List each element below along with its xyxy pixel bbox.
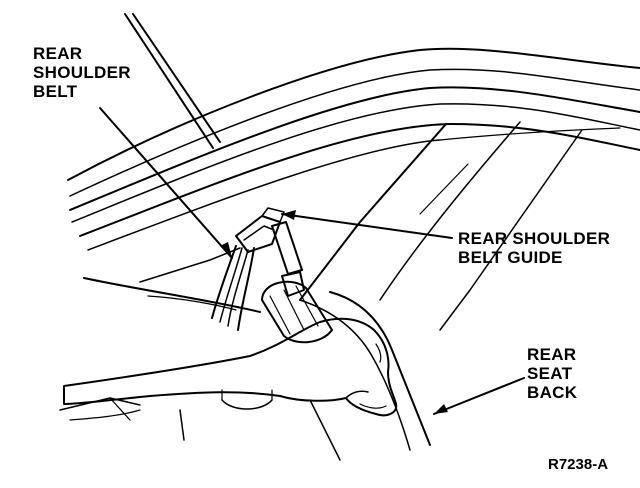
label-line: BELT GUIDE (458, 248, 563, 267)
label-rear-shoulder-belt-guide: REAR SHOULDER BELT GUIDE (458, 229, 610, 267)
label-line: REAR (33, 44, 83, 63)
screwdriver (261, 221, 333, 344)
label-line: SEAT (527, 364, 573, 383)
label-line: REAR SHOULDER (458, 229, 611, 248)
leader-lines (99, 107, 525, 415)
shoulder-belt (211, 245, 255, 331)
rear-seat-back (179, 291, 431, 461)
hand (63, 317, 398, 417)
label-line: SHOULDER (33, 63, 131, 82)
window-frame (299, 121, 583, 331)
label-line: REAR (527, 345, 577, 364)
figure-id: R7238-A (548, 456, 609, 473)
label-line: BELT (33, 82, 78, 101)
rear-pillar-lines (124, 13, 221, 149)
label-rear-shoulder-belt: REAR SHOULDER BELT (33, 44, 131, 101)
label-line: BACK (527, 383, 578, 402)
belt-guide (235, 207, 285, 253)
label-rear-seat-back: REAR SEAT BACK (527, 345, 577, 402)
roof-molding (67, 47, 640, 251)
